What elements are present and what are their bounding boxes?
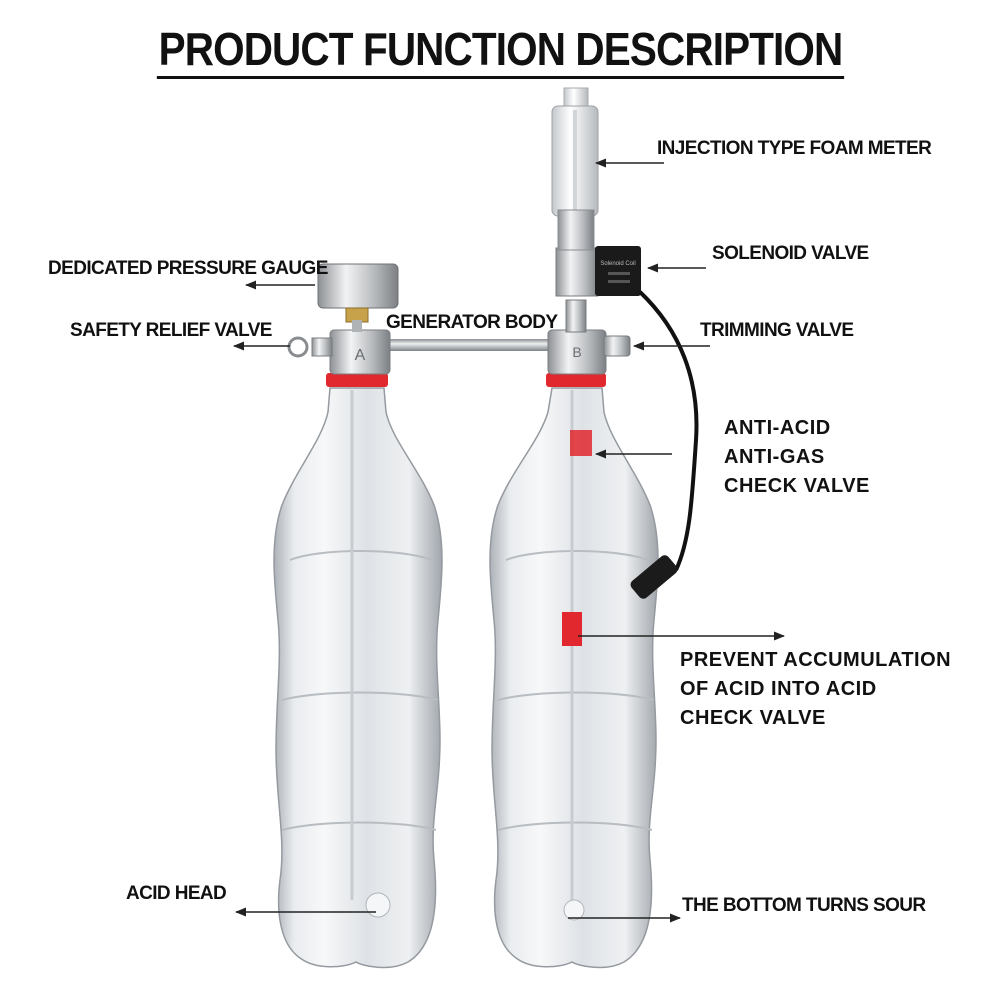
label-trimming-valve: TRIMMING VALVE (700, 320, 854, 341)
prevent-line-2: OF ACID INTO ACID (680, 678, 877, 700)
label-bottom-sour: THE BOTTOM TURNS SOUR (682, 895, 926, 916)
label-prevent-accumulation: PREVENT ACCUMULATION OF ACID INTO ACID C… (680, 646, 951, 733)
check-valve-line-3: CHECK VALVE (724, 475, 870, 497)
solenoid-valve: Solenoid Coil (555, 246, 641, 297)
solenoid-marking: Solenoid Coil (600, 261, 635, 267)
cap-b-label: B (572, 344, 581, 360)
pressure-gauge (317, 263, 399, 332)
right-cap: B (547, 299, 631, 375)
cable-plug (630, 555, 678, 599)
label-acid-head: ACID HEAD (126, 883, 227, 904)
label-check-valve: ANTI-ACID ANTI-GAS CHECK VALVE (724, 414, 870, 501)
page-title: PRODUCT FUNCTION DESCRIPTION (0, 22, 1000, 79)
prevent-line-3: CHECK VALVE (680, 707, 826, 729)
label-foam-meter: INJECTION TYPE FOAM METER (657, 138, 932, 159)
check-valve-line-2: ANTI-GAS (724, 446, 825, 468)
solenoid-cable (638, 290, 699, 571)
left-red-ring (326, 373, 388, 387)
left-bottle (273, 387, 443, 969)
label-generator-body: GENERATOR BODY (386, 312, 558, 333)
arrows (232, 158, 786, 923)
label-pressure-gauge: DEDICATED PRESSURE GAUGE (48, 258, 328, 279)
label-solenoid-valve: SOLENOID VALVE (712, 243, 869, 264)
right-bottle (489, 387, 659, 969)
foam-meter (551, 87, 599, 251)
right-red-ring (546, 373, 606, 387)
label-relief-valve: SAFETY RELIEF VALVE (70, 320, 272, 341)
generator-rod (385, 339, 551, 351)
prevent-line-1: PREVENT ACCUMULATION (680, 649, 952, 671)
check-valve-line-1: ANTI-ACID (724, 417, 831, 439)
left-cap: A (287, 329, 391, 375)
cap-a-label: A (355, 347, 366, 364)
